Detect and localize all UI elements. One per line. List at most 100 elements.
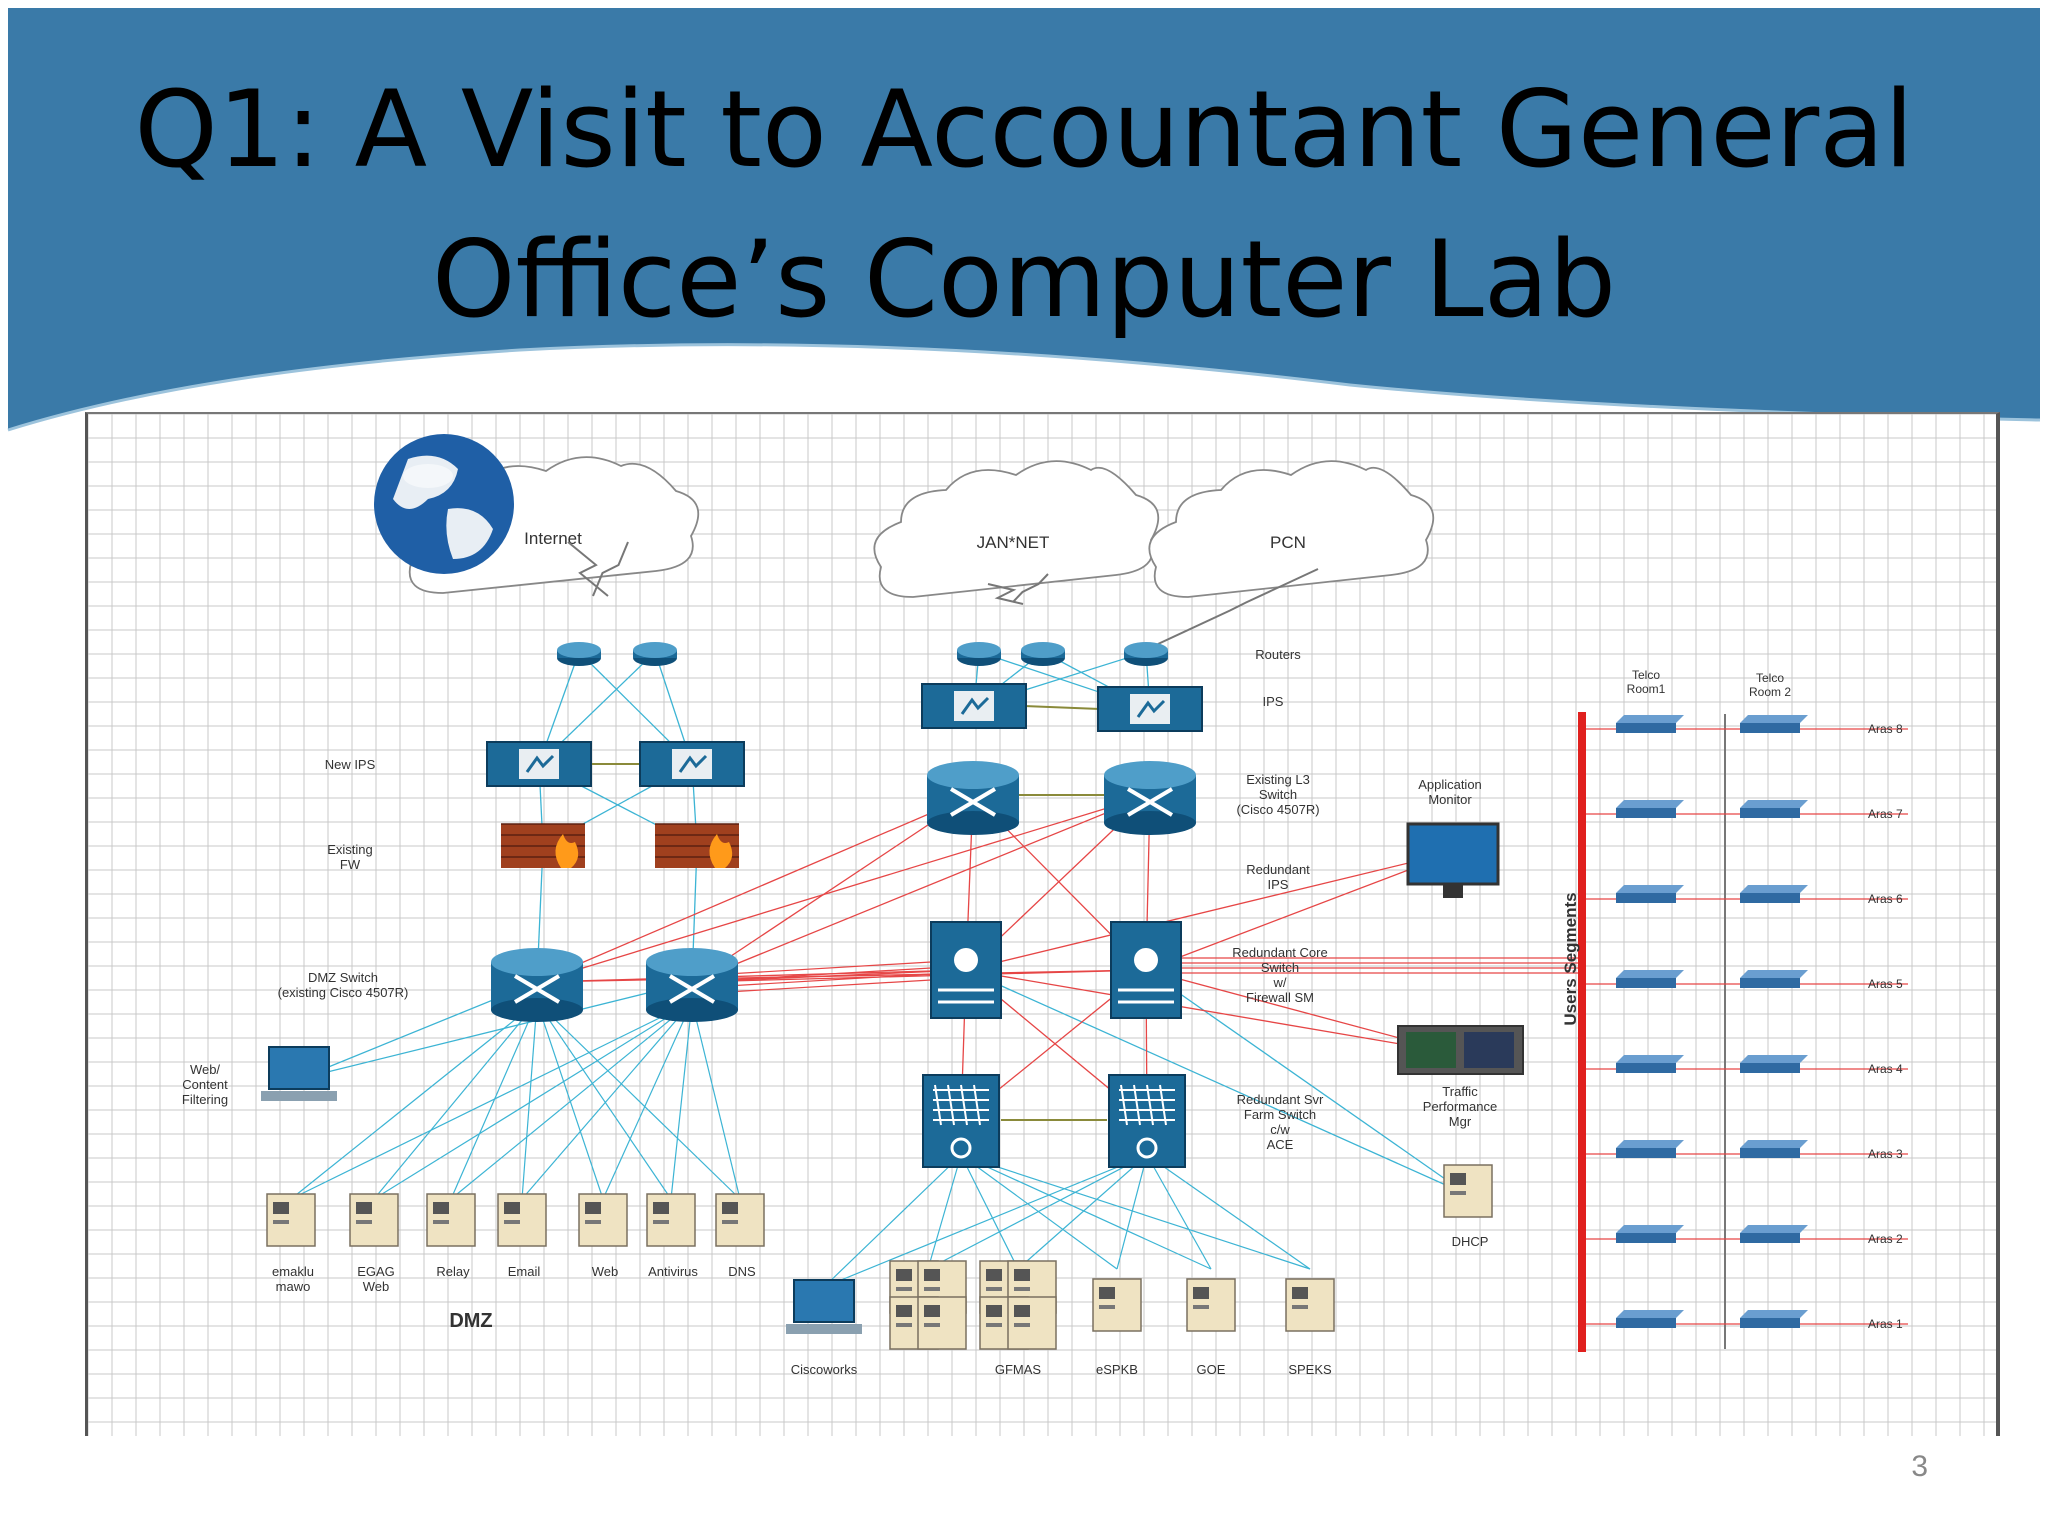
traffic-manager-label: Mgr — [1449, 1114, 1472, 1129]
web-filter-label: Web/ — [190, 1062, 220, 1077]
dmz-server — [426, 1193, 476, 1247]
server-drive — [1099, 1287, 1115, 1299]
ips-2 — [1097, 686, 1203, 732]
access-switch-top — [1740, 1225, 1808, 1233]
pc-screen — [793, 1279, 855, 1323]
dmz-server-link — [290, 1001, 693, 1200]
routers-label: Routers — [1255, 647, 1301, 662]
l3-switch-1 — [927, 761, 1019, 835]
server-drive — [986, 1269, 1002, 1281]
switch-glyph — [949, 787, 997, 817]
firewall-2 — [655, 823, 739, 868]
farm-server-link — [960, 1154, 1311, 1270]
server-slot — [986, 1287, 1002, 1291]
switch-top — [1104, 761, 1196, 789]
red-link — [536, 794, 974, 983]
red-link — [691, 794, 1151, 983]
router-icon — [633, 642, 677, 666]
slide-title-line-1: Q1: A Visit to Accountant General — [134, 68, 1914, 191]
access-switch-front — [1740, 723, 1800, 733]
traffic-screen-2 — [1464, 1032, 1514, 1068]
telco-room-1-label: Telco — [1632, 668, 1660, 682]
ips-glyph — [960, 696, 990, 715]
dmz-server — [266, 1193, 316, 1247]
red-link — [726, 979, 932, 993]
area-label: Aras 1 — [1868, 1317, 1903, 1331]
red-link — [965, 969, 1460, 1055]
farm-server — [1092, 1278, 1142, 1332]
slide-title-line-2: Office’s Computer Lab — [432, 218, 1616, 341]
access-switch-front — [1740, 1063, 1800, 1073]
server-farm-label: ACE — [1267, 1137, 1294, 1152]
dmz-switch-label: DMZ Switch — [308, 970, 378, 985]
ips-1 — [921, 683, 1027, 729]
dmz-server-link — [521, 1001, 538, 1200]
server-slot — [1292, 1305, 1308, 1309]
server-drive — [1014, 1269, 1030, 1281]
access-switch-top — [1616, 1225, 1684, 1233]
server-slot — [1099, 1305, 1115, 1309]
new-ips-1 — [486, 741, 592, 787]
cloud-label: Internet — [524, 529, 582, 548]
dmz-server-link — [450, 1001, 693, 1200]
core-switch-label: w/ — [1273, 975, 1287, 990]
dmz-server-label: Web — [592, 1264, 619, 1279]
server-farm-label: c/w — [1270, 1122, 1290, 1137]
server-slot — [356, 1220, 372, 1224]
app-monitor-label: Monitor — [1428, 792, 1472, 807]
farm-server-link — [1146, 1154, 1212, 1270]
server-slot — [896, 1323, 912, 1327]
switch-glyph — [1126, 787, 1174, 817]
server-slot — [896, 1287, 912, 1291]
ips-glyph — [525, 754, 555, 773]
flame — [555, 834, 579, 868]
telco-room-1-label: Room1 — [1627, 682, 1666, 696]
server-slot — [924, 1287, 940, 1291]
farm-grid — [934, 1084, 942, 1126]
access-switch-top — [1740, 1055, 1808, 1063]
farm-server-link — [960, 1154, 1118, 1270]
dmz-server-link — [373, 1001, 693, 1200]
farm-server-label: SPEKS — [1288, 1362, 1332, 1377]
farm-server-link — [960, 1154, 1212, 1270]
core-switch-label: Redundant Core — [1232, 945, 1327, 960]
server-farm-label: Farm Switch — [1244, 1107, 1316, 1122]
ips-face — [1130, 694, 1170, 724]
cloud-label: PCN — [1270, 533, 1306, 552]
area-label: Aras 4 — [1868, 1062, 1903, 1076]
red-link — [536, 969, 1147, 983]
switch-base — [646, 998, 738, 1022]
dmz-label: DMZ — [449, 1310, 492, 1332]
traffic-manager-label: Traffic — [1442, 1084, 1478, 1099]
switch-glyph — [668, 974, 716, 1004]
access-switch-top — [1740, 715, 1808, 723]
farm-grid — [1133, 1084, 1141, 1126]
dmz-switch-2 — [646, 948, 738, 1022]
switch-glyph — [513, 974, 561, 1004]
server-drive — [1193, 1287, 1209, 1299]
server-drive — [356, 1202, 372, 1214]
server-slot — [1014, 1287, 1030, 1291]
access-switch-front — [1616, 1318, 1676, 1328]
server-slot — [924, 1323, 940, 1327]
traffic-manager-label: Performance — [1423, 1099, 1497, 1114]
access-switch-top — [1616, 1140, 1684, 1148]
access-switch-front — [1616, 893, 1676, 903]
firewall-1 — [501, 823, 585, 868]
app-monitor-label: Application — [1418, 777, 1482, 792]
server-drive — [433, 1202, 449, 1214]
new-ips-label: New IPS — [325, 757, 376, 772]
server-body — [1007, 1296, 1057, 1350]
switch-top — [646, 948, 738, 976]
access-switch-top — [1616, 885, 1684, 893]
dmz-server — [578, 1193, 628, 1247]
traffic-screen-1 — [1406, 1032, 1456, 1068]
cloud-label: JAN*NET — [977, 533, 1050, 552]
red-link — [691, 794, 974, 983]
existing-fw-label: FW — [340, 857, 361, 872]
ips-interconnect — [1023, 705, 1101, 710]
cyan-link — [965, 969, 1469, 1196]
server-slot — [1450, 1191, 1466, 1195]
server-drive — [986, 1305, 1002, 1317]
farm-glyph — [1136, 1137, 1158, 1159]
